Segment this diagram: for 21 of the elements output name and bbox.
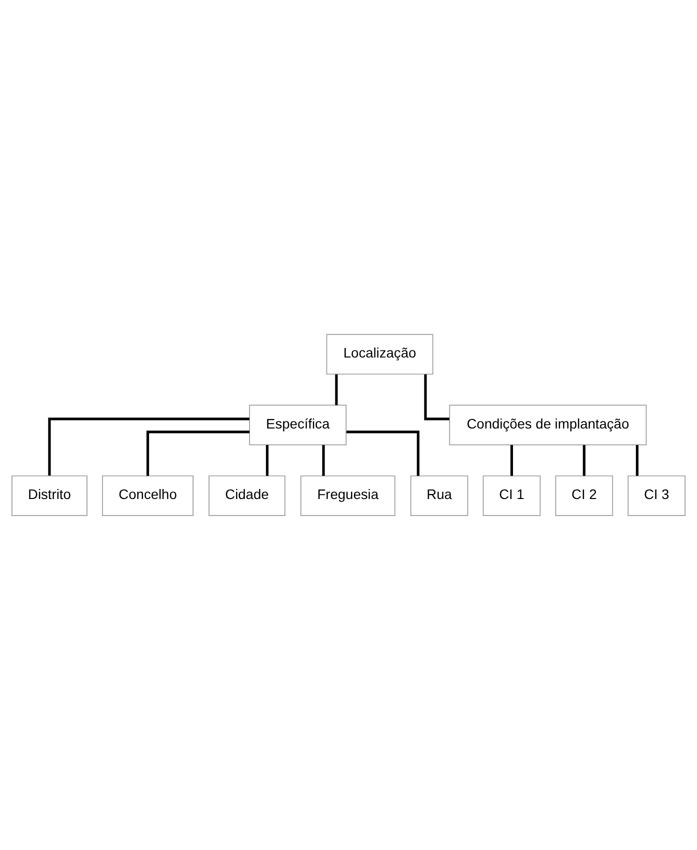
node-box: CI 3: [628, 475, 686, 516]
connector: [346, 430, 420, 476]
node-box: Rua: [410, 475, 468, 516]
node-box: Localização: [326, 334, 434, 375]
connector: [48, 418, 250, 476]
connector: [335, 374, 338, 406]
node-box: Condições de implantação: [449, 404, 647, 446]
connector: [322, 445, 325, 476]
node-box: Concelho: [102, 475, 194, 516]
node-box: Distrito: [12, 475, 88, 516]
node-box: CI 1: [482, 475, 541, 516]
connector: [266, 445, 269, 476]
node-box: CI 2: [555, 475, 614, 516]
node-box: Específica: [249, 404, 347, 446]
node-box: Cidade: [208, 475, 286, 516]
node-box: Freguesia: [300, 475, 396, 516]
connector: [510, 445, 513, 476]
connector: [582, 445, 586, 476]
connector: [146, 430, 250, 476]
connector: [424, 374, 450, 420]
connector: [636, 445, 638, 476]
